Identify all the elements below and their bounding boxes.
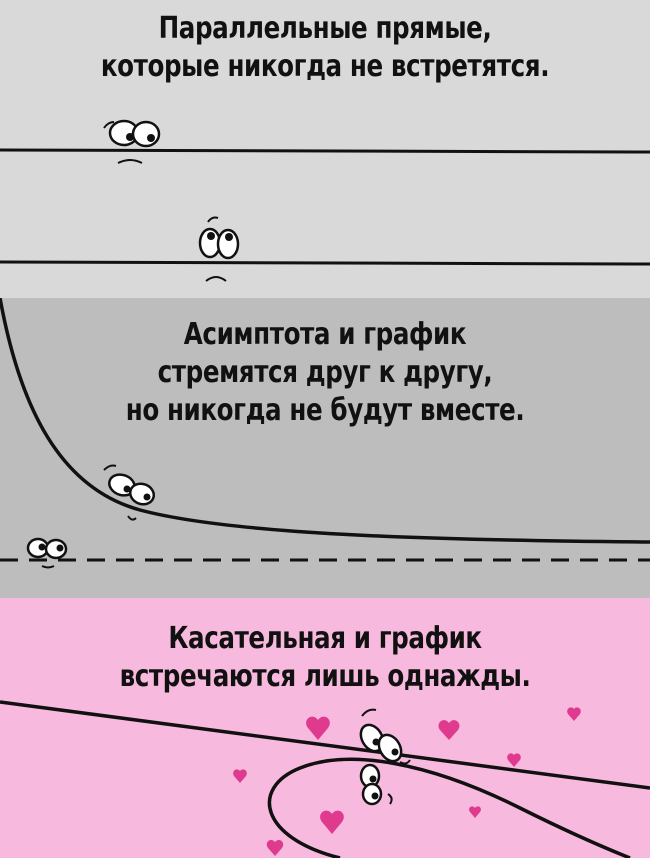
upper-line <box>0 148 650 154</box>
face-upper-line <box>103 119 161 164</box>
heart-icon <box>233 707 581 856</box>
caption-line: которые никогда не встретятся. <box>100 49 550 84</box>
tangent-line <box>0 700 650 790</box>
panel-tangent: Касательная и график встречаются лишь од… <box>0 598 650 858</box>
graph-curve <box>267 757 631 858</box>
face-curve <box>103 464 156 521</box>
caption-line: встречаются лишь однажды. <box>119 659 531 694</box>
caption-line: но никогда не будут вместе. <box>125 393 525 428</box>
caption-line: Касательная и график <box>168 621 482 656</box>
lower-line <box>0 260 650 266</box>
asymptote-drawing <box>0 298 650 569</box>
panel-asymptote: Асимптота и график стремятся друг к друг… <box>0 298 650 598</box>
face-tangent <box>359 708 411 765</box>
caption-parallel: Параллельные прямые, которые никогда не … <box>59 10 592 86</box>
tangent-drawing <box>0 700 650 858</box>
caption-line: стремятся друг к другу, <box>157 355 493 390</box>
graph-curve <box>0 298 650 544</box>
face-lower-line <box>198 216 240 282</box>
caption-tangent: Касательная и график встречаются лишь од… <box>59 620 592 696</box>
caption-asymptote: Асимптота и график стремятся друг к друг… <box>59 316 592 430</box>
caption-line: Параллельные прямые, <box>158 11 492 46</box>
face-curve-tangent <box>359 763 393 806</box>
caption-line: Асимптота и график <box>183 317 467 352</box>
face-asymptote <box>26 537 68 569</box>
panel-parallel-lines: Параллельные прямые, которые никогда не … <box>0 0 650 298</box>
parallel-lines-drawing <box>0 119 650 282</box>
